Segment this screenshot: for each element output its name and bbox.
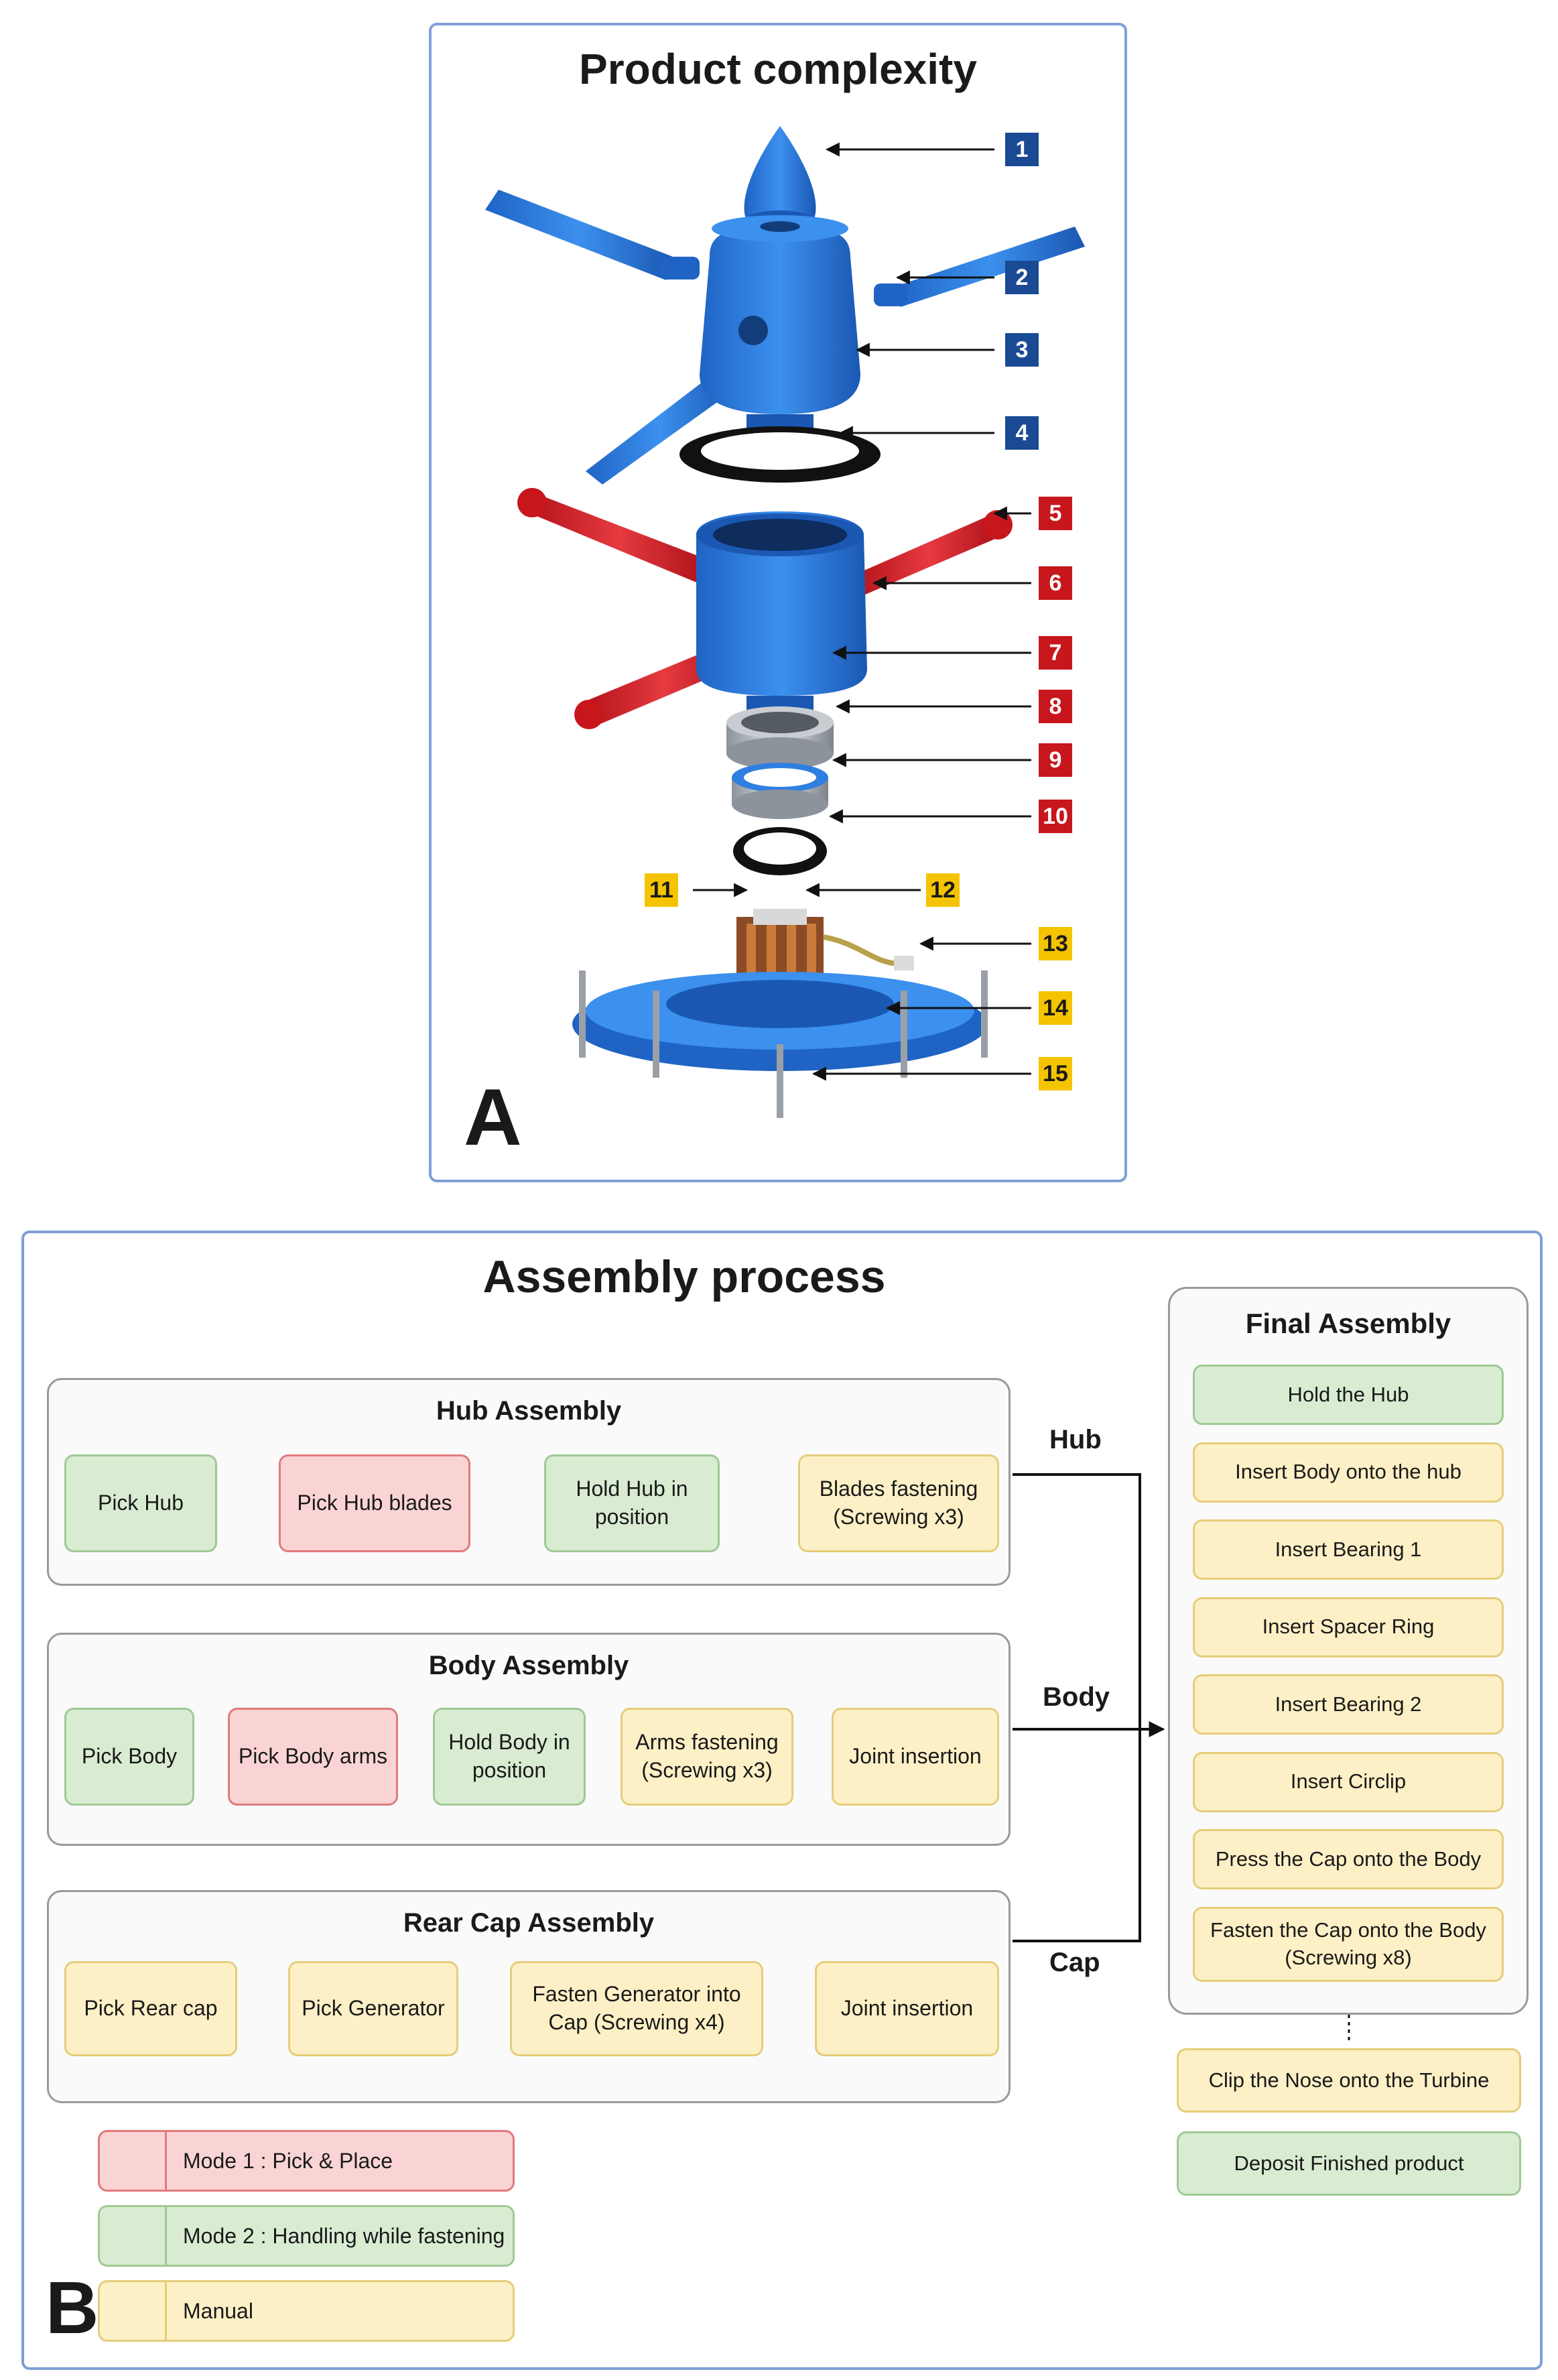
panel-b-title: Assembly process [482,1251,886,1302]
bearing-1 [726,706,834,769]
callout-5: 5 [1039,497,1072,530]
link-label-cap: Cap [1049,1948,1100,1977]
spacer-ring [732,763,828,819]
step-hold-hub[interactable]: Hold Hub in position [544,1454,720,1552]
rear-cap-assembly-title: Rear Cap Assembly [403,1908,655,1938]
legend-item-m1: Mode 1 : Pick & Place [98,2130,515,2192]
step-pick-hub-blades[interactable]: Pick Hub blades [279,1454,470,1552]
hub-assembly-title: Hub Assembly [436,1396,622,1426]
callout-12: 12 [926,873,960,907]
callout-10: 10 [1039,800,1072,833]
hub-blade-right [874,227,1085,307]
callout-14: 14 [1039,991,1072,1025]
step-hold-body[interactable]: Hold Body in position [433,1708,586,1806]
final-step-5[interactable]: Insert Bearing 2 [1193,1674,1504,1735]
hub-blade-lower [586,374,733,485]
legend-swatch [100,2132,167,2190]
callout-1: 1 [1005,133,1039,166]
step-joint-insertion-cap[interactable]: Joint insertion [815,1961,999,2056]
callout-3: 3 [1005,333,1039,367]
step-pick-body[interactable]: Pick Body [64,1708,194,1806]
legend-swatch [100,2282,167,2340]
final-assembly-title: Final Assembly [1245,1308,1451,1339]
callout-11: 11 [645,873,678,907]
final-after-step-1[interactable]: Clip the Nose onto the Turbine [1177,2048,1521,2113]
hub-body [700,215,860,441]
step-pick-hub[interactable]: Pick Hub [64,1454,217,1552]
body-housing [696,511,867,712]
callout-7: 7 [1039,636,1072,670]
link-label-hub: Hub [1049,1425,1102,1454]
legend-label: Mode 2 : Handling while fastening [183,2223,505,2248]
product-complexity-panel: Product complexity [429,23,1127,1182]
step-pick-generator[interactable]: Pick Generator [288,1961,458,2056]
leader-lines [693,142,1031,1081]
legend-label: Mode 1 : Pick & Place [183,2148,393,2173]
step-fasten-generator[interactable]: Fasten Generator into Cap (Screwing x4) [510,1961,763,2056]
callout-15: 15 [1039,1057,1072,1090]
exploded-view-illustration [485,126,1085,1118]
step-pick-rear-cap[interactable]: Pick Rear cap [64,1961,237,2056]
final-step-7[interactable]: Press the Cap onto the Body [1193,1829,1504,1889]
final-step-3[interactable]: Insert Bearing 1 [1193,1519,1504,1580]
body-assembly-title: Body Assembly [428,1651,629,1680]
step-joint-insertion-body[interactable]: Joint insertion [832,1708,999,1806]
callout-8: 8 [1039,690,1072,723]
hub-blade-left [485,190,700,280]
final-step-8[interactable]: Fasten the Cap onto the Body (Screwing x… [1193,1906,1504,1982]
link-label-body: Body [1043,1682,1110,1712]
callout-2: 2 [1005,261,1039,294]
hub-nose [744,126,816,229]
rear-cap [572,970,988,1118]
callout-6: 6 [1039,566,1072,600]
legend-item-m2: Mode 2 : Handling while fastening [98,2205,515,2267]
step-arms-fastening[interactable]: Arms fastening (Screwing x3) [621,1708,793,1806]
step-blades-fastening[interactable]: Blades fastening (Screwing x3) [798,1454,999,1552]
final-step-4[interactable]: Insert Spacer Ring [1193,1596,1504,1657]
assembly-process-panel: Assembly process [21,1231,1543,2370]
body-arm-left [517,488,713,585]
final-after-step-2[interactable]: Deposit Finished product [1177,2131,1521,2196]
step-pick-body-arms[interactable]: Pick Body arms [228,1708,398,1806]
legend-label: Manual [183,2298,253,2323]
callout-9: 9 [1039,743,1072,777]
final-step-6[interactable]: Insert Circlip [1193,1751,1504,1812]
final-step-1[interactable]: Hold the Hub [1193,1365,1504,1425]
legend-swatch [100,2207,167,2265]
legend-item-man: Manual [98,2280,515,2342]
final-step-2[interactable]: Insert Body onto the hub [1193,1442,1504,1503]
callout-4: 4 [1005,416,1039,450]
hub-seal-ring [679,426,881,483]
panel-a-title: Product complexity [579,45,977,93]
panel-letter-a: A [464,1072,522,1162]
panel-letter-b: B [46,2267,99,2349]
circlip-ring [733,827,827,875]
callout-13: 13 [1039,927,1072,960]
